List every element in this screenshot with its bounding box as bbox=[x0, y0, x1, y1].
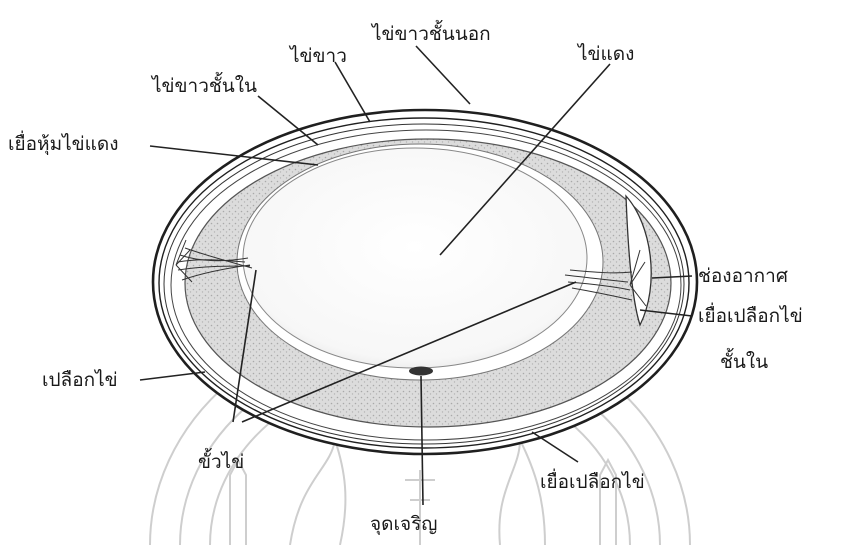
germinal-disc bbox=[409, 367, 433, 376]
yolk bbox=[243, 148, 587, 368]
label-outer-shell-membrane: เยื่อเปลือกไข่ bbox=[540, 468, 645, 493]
label-outer-albumen: ไข่ขาวชั้นนอก bbox=[370, 20, 491, 45]
label-air-cell: ช่องอากาศ bbox=[698, 265, 788, 287]
label-germinal-disc: จุดเจริญ bbox=[370, 513, 438, 536]
label-inner-albumen: ไข่ขาวชั้นใน bbox=[150, 72, 257, 97]
label-yolk: ไข่แดง bbox=[576, 43, 634, 65]
label-vitelline-membrane: เยื่อหุ้มไข่แดง bbox=[8, 130, 119, 156]
label-chalaza: ขั้วไข่ bbox=[198, 448, 244, 473]
label-inner-shell-membrane-1: เยื่อเปลือกไข่ bbox=[698, 302, 803, 327]
label-albumen: ไข่ขาว bbox=[288, 45, 347, 67]
label-shell: เปลือกไข่ bbox=[42, 369, 118, 391]
label-inner-shell-membrane-2: ชั้นใน bbox=[720, 348, 768, 373]
